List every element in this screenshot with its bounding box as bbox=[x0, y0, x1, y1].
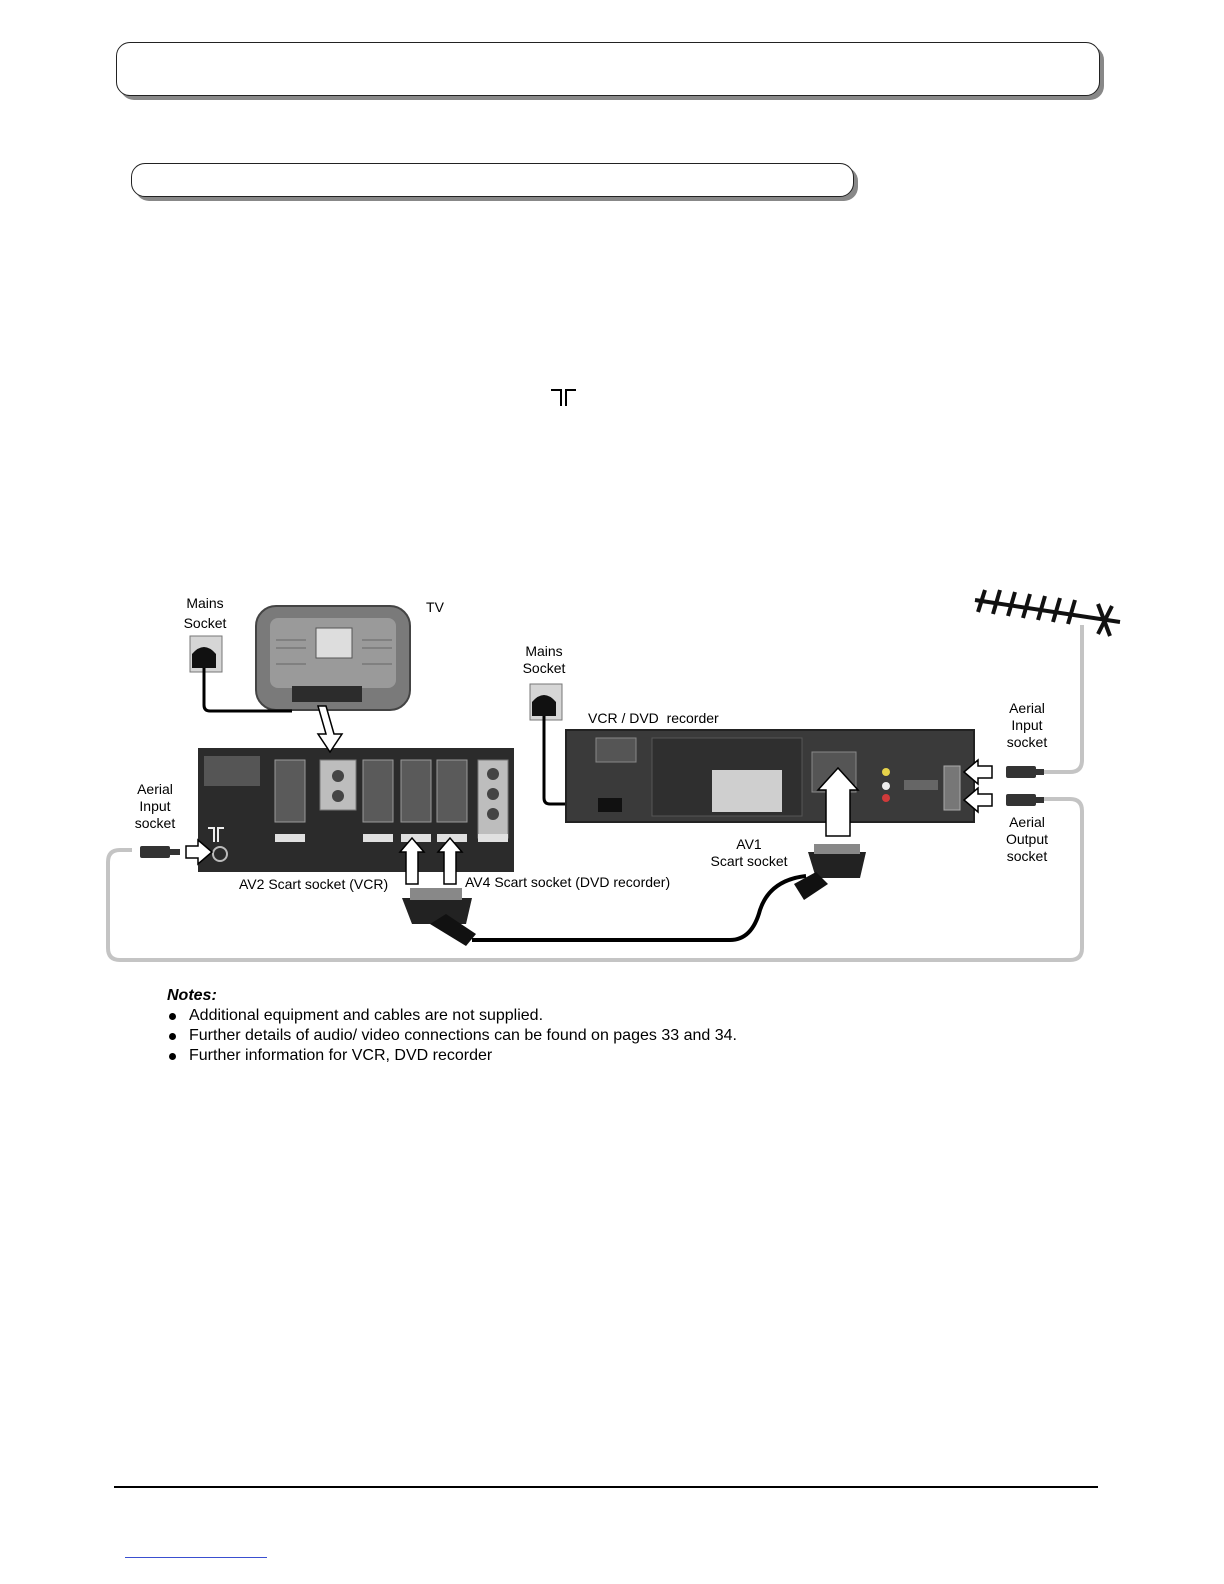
label-mains-socket-tv: Mains Socket bbox=[183, 595, 227, 631]
aerial-cable-loop bbox=[106, 625, 1084, 962]
notes-section: Notes: Additional equipment and cables a… bbox=[167, 986, 737, 1066]
section-title-banner bbox=[131, 163, 854, 197]
note-item: Further details of audio/ video connecti… bbox=[167, 1026, 737, 1046]
connection-diagram bbox=[106, 589, 1121, 962]
tv-connector-panel bbox=[198, 748, 514, 872]
label-vcr-dvd-recorder: VCR / DVD recorder bbox=[588, 710, 719, 726]
tv-rear-view bbox=[255, 605, 411, 711]
note-item: Additional equipment and cables are not … bbox=[167, 1006, 737, 1026]
page-title-banner bbox=[116, 42, 1100, 96]
arrow-vcr-aerial-in bbox=[962, 758, 993, 786]
footer-link-underline bbox=[125, 1557, 267, 1558]
label-tv: TV bbox=[426, 599, 444, 615]
label-av1-scart: AV1 Scart socket bbox=[710, 836, 788, 869]
vcr-dvd-recorder-rear bbox=[565, 729, 975, 823]
arrow-av2 bbox=[398, 836, 426, 885]
notes-heading: Notes: bbox=[167, 987, 217, 1004]
label-av4-scart: AV4 Scart socket (DVD recorder) bbox=[465, 874, 671, 890]
arrow-av4 bbox=[436, 836, 464, 885]
label-mains-socket-vcr: Mains Socket bbox=[522, 643, 566, 676]
notes-list: Additional equipment and cables are not … bbox=[167, 1006, 737, 1066]
scart-lead bbox=[402, 844, 866, 946]
label-aerial-output: Aerial Output socket bbox=[1005, 814, 1049, 864]
mains-socket-vcr bbox=[529, 683, 614, 806]
label-aerial-input-vcr: Aerial Input socket bbox=[1006, 700, 1048, 750]
arrow-tv-aerial-in bbox=[185, 838, 214, 866]
arrow-vcr-aerial-out bbox=[962, 786, 993, 814]
aerial-symbol-icon bbox=[551, 389, 576, 406]
footer-rule bbox=[114, 1486, 1098, 1488]
zoom-arrow bbox=[316, 705, 344, 754]
label-av2-scart: AV2 Scart socket (VCR) bbox=[239, 876, 389, 892]
label-aerial-input-tv: Aerial Input socket bbox=[134, 781, 176, 831]
antenna bbox=[974, 589, 1121, 637]
arrow-av1 bbox=[816, 766, 860, 837]
note-item: Further information for VCR, DVD recorde… bbox=[167, 1046, 737, 1066]
mains-socket-tv bbox=[189, 635, 292, 713]
